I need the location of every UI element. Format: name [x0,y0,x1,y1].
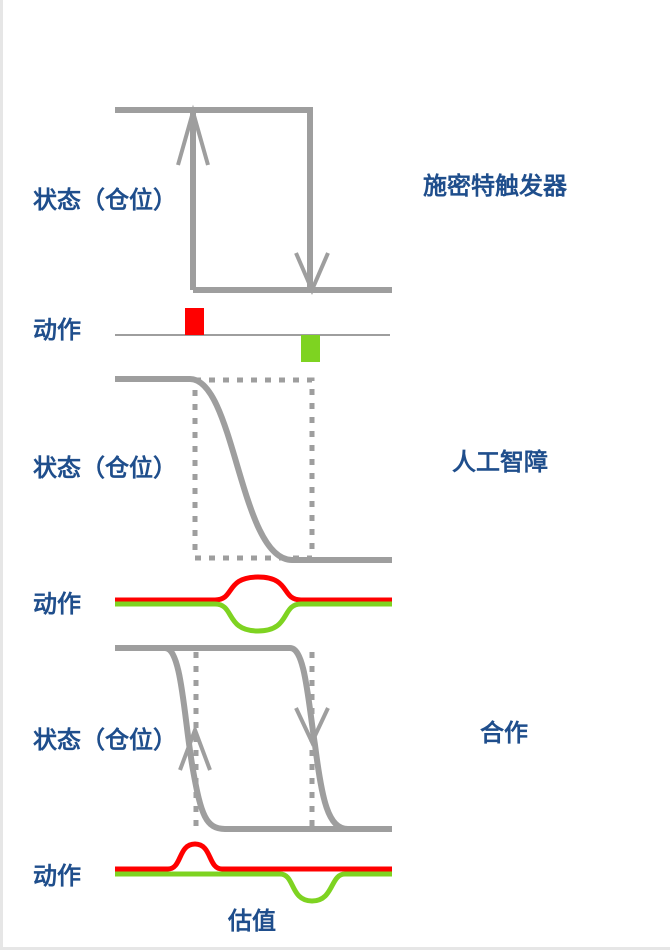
panel-title: 施密特触发器 [423,172,567,200]
bottom-border [0,947,670,950]
sell-signal-curve [115,871,392,904]
state-label: 状态（仓位） [33,186,177,214]
arrow-down-icon [294,707,330,747]
hysteresis-curve-left [164,645,348,832]
action-label: 动作 [33,862,81,890]
smooth-state-curve [115,376,392,563]
action-label: 动作 [33,590,81,618]
hysteresis-curve-right [115,645,392,832]
arrow-down-icon [294,252,330,296]
buy-signal-curve [115,841,392,872]
state-label: 状态（仓位） [33,454,177,482]
state-label: 状态（仓位） [33,726,177,754]
sell-pulse [301,335,320,362]
left-border [0,0,3,950]
schmitt-state-curve [115,107,392,293]
arrow-up-icon [178,724,212,771]
arrow-up-icon [176,104,210,166]
buy-pulse [185,308,204,335]
valuation-label: 估值 [228,907,276,935]
panel-title: 合作 [480,719,528,747]
panel-title: 人工智障 [452,448,548,476]
buy-signal-curve [115,574,392,603]
ideal-transition-box [192,377,315,561]
action-label: 动作 [33,316,81,344]
sell-signal-curve [115,601,392,634]
